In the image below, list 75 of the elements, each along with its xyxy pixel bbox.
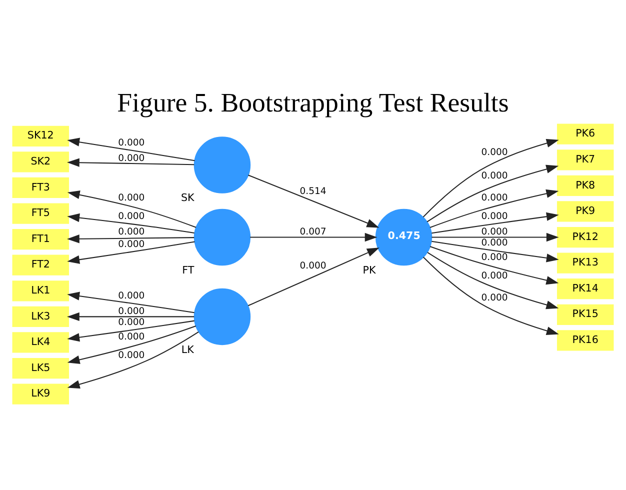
arrow (423, 256, 559, 336)
arrow (67, 325, 196, 364)
edge-label: 0.000 (481, 238, 508, 249)
node-box: PK6 (556, 124, 614, 144)
arrow (67, 320, 194, 342)
node-box: PK12 (556, 226, 614, 248)
arrow (67, 138, 195, 162)
edge-label: 0.000 (118, 290, 145, 302)
node-label: LK (181, 344, 194, 356)
arrow (248, 174, 380, 228)
edge-label: 0.000 (118, 238, 145, 250)
node-box: PK13 (556, 252, 614, 274)
arrow (422, 139, 559, 218)
arrow (430, 189, 559, 228)
node-label: PK (362, 264, 376, 276)
edge-label: 0.000 (118, 192, 145, 204)
node-circle (194, 208, 251, 266)
edge-label: 0.000 (481, 252, 508, 264)
arrow (432, 232, 559, 242)
arrow (430, 246, 559, 285)
node-box: FT2 (12, 254, 70, 276)
arrow (248, 248, 380, 306)
edge-label: 0.000 (481, 292, 508, 304)
edge-label: 0.000 (118, 153, 145, 164)
edge-label: 0.000 (481, 226, 508, 238)
node-box: PK16 (556, 330, 614, 351)
edge-label: 0.000 (481, 270, 508, 282)
node-circle (194, 288, 251, 346)
node-box: LK9 (12, 384, 70, 404)
arrow (67, 158, 194, 167)
arrow (67, 234, 194, 244)
edge-label: 0.000 (300, 260, 326, 272)
arrow (67, 213, 194, 234)
edge-label: 0.000 (481, 192, 508, 204)
node-box: LK1 (12, 280, 70, 302)
node-box: LK3 (12, 306, 70, 328)
node-box: PK8 (556, 175, 614, 196)
node-box: FT1 (12, 229, 70, 250)
node-box: PK7 (556, 150, 614, 170)
node-box: SK2 (12, 152, 70, 172)
node-label: SK (181, 192, 194, 204)
edge-label: 0.000 (118, 138, 145, 149)
arrow (67, 241, 195, 264)
node-box: SK12 (12, 126, 70, 146)
node-circle: 0.475 (375, 208, 432, 266)
diagram-title: Figure 5. Bootstrapping Test Results (117, 88, 509, 118)
arrow (426, 164, 559, 222)
edge-label: 0.007 (300, 226, 326, 238)
edge-label: 0.000 (118, 332, 145, 343)
node-box: FT5 (12, 203, 70, 224)
edge-label: 0.000 (481, 210, 508, 222)
arrow (67, 312, 194, 322)
arrow (67, 292, 194, 314)
edge-label: 0.000 (481, 170, 508, 182)
edge-label: 0.000 (118, 317, 145, 328)
node-box: LK4 (12, 332, 70, 353)
arrow (427, 252, 559, 310)
node-box: FT3 (12, 177, 70, 198)
edge-label: 0.000 (118, 226, 145, 238)
edge-label: 0.000 (118, 210, 145, 222)
node-box: PK14 (556, 278, 614, 300)
node-box: PK15 (556, 304, 614, 325)
edge-label: 0.000 (481, 146, 508, 158)
edge-label: 0.514 (300, 186, 326, 198)
arrow (67, 190, 196, 228)
arrow (67, 331, 199, 389)
node-label: FT (182, 264, 194, 276)
arrow (432, 240, 559, 262)
arrow (250, 232, 378, 242)
node-box: LK5 (12, 358, 70, 379)
edge-label: 0.000 (118, 350, 145, 362)
node-box: PK9 (556, 201, 614, 222)
edge-label: 0.000 (118, 306, 145, 317)
arrow (432, 212, 559, 234)
node-circle (194, 136, 251, 194)
